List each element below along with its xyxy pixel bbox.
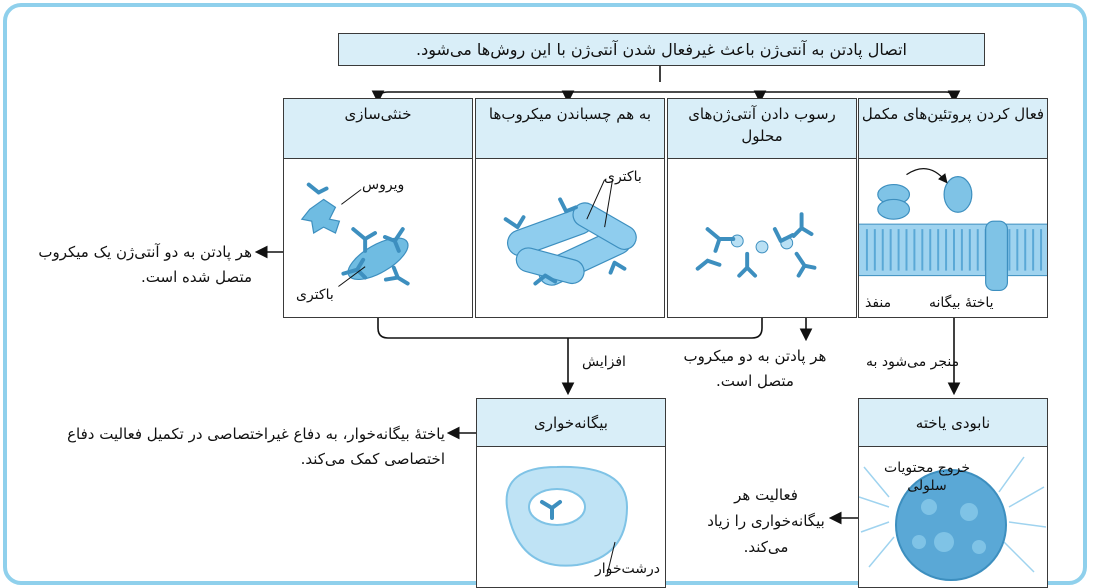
complement-illustration [859, 168, 1047, 292]
neutralization-illustration [300, 182, 410, 287]
label-foreign-cell: یاختهٔ بیگانه [929, 295, 994, 311]
box-title: بیگانه‌خواری [477, 399, 665, 447]
column-complement: فعال کردن پروتئین‌های مکمل منفذ یاختهٔ ب… [858, 98, 1048, 318]
box-cell-lysis: نابودی یاخته خروج محتویات سلولی [858, 398, 1048, 588]
column-neutralization: خنثی‌سازی ویروس باکتری [283, 98, 473, 318]
top-statement: اتصال پادتن به آنتی‌ژن باعث غیرفعال شدن … [338, 33, 985, 66]
label-pore: منفذ [865, 295, 892, 311]
column-title: فعال کردن پروتئین‌های مکمل [859, 99, 1047, 159]
note-neutralization: هر پادتن به دو آنتی‌ژن یک میکروب متصل شد… [38, 243, 252, 286]
column-precipitation: رسوب دادن آنتی‌ژن‌های محلول [667, 98, 857, 318]
label-cell-contents: خروج محتویات سلولی [884, 460, 970, 494]
label-bacteria: باکتری [604, 169, 642, 185]
column-title: به هم چسباندن میکروب‌ها [476, 99, 664, 159]
column-title: رسوب دادن آنتی‌ژن‌های محلول [668, 99, 856, 159]
label-leads-to: منجر می‌شود به [866, 354, 960, 370]
column-agglutination: به هم چسباندن میکروب‌ها باکتری [475, 98, 665, 318]
box-phagocytosis: بیگانه‌خواری درشت‌خوار [476, 398, 666, 588]
note-precipitation: هر پادتن به دو میکروب متصل است. [683, 347, 827, 390]
column-title: خنثی‌سازی [284, 99, 472, 159]
label-virus: ویروس [362, 177, 405, 193]
cell-lysis-illustration [859, 456, 1046, 581]
label-increase: افزایش [582, 354, 626, 370]
label-macrophage: درشت‌خوار [595, 561, 661, 577]
note-cell-lysis: فعالیت هر بیگانه‌خواری را زیاد می‌کند. [707, 486, 825, 556]
label-bacteria: باکتری [296, 287, 334, 303]
agglutination-illustration [503, 179, 637, 286]
box-title: نابودی یاخته [859, 399, 1047, 447]
note-phagocytosis: یاختهٔ بیگانه‌خوار، به دفاع غیراختصاصی د… [67, 425, 445, 468]
phagocytosis-illustration [505, 465, 629, 576]
precipitation-illustration [695, 212, 817, 278]
